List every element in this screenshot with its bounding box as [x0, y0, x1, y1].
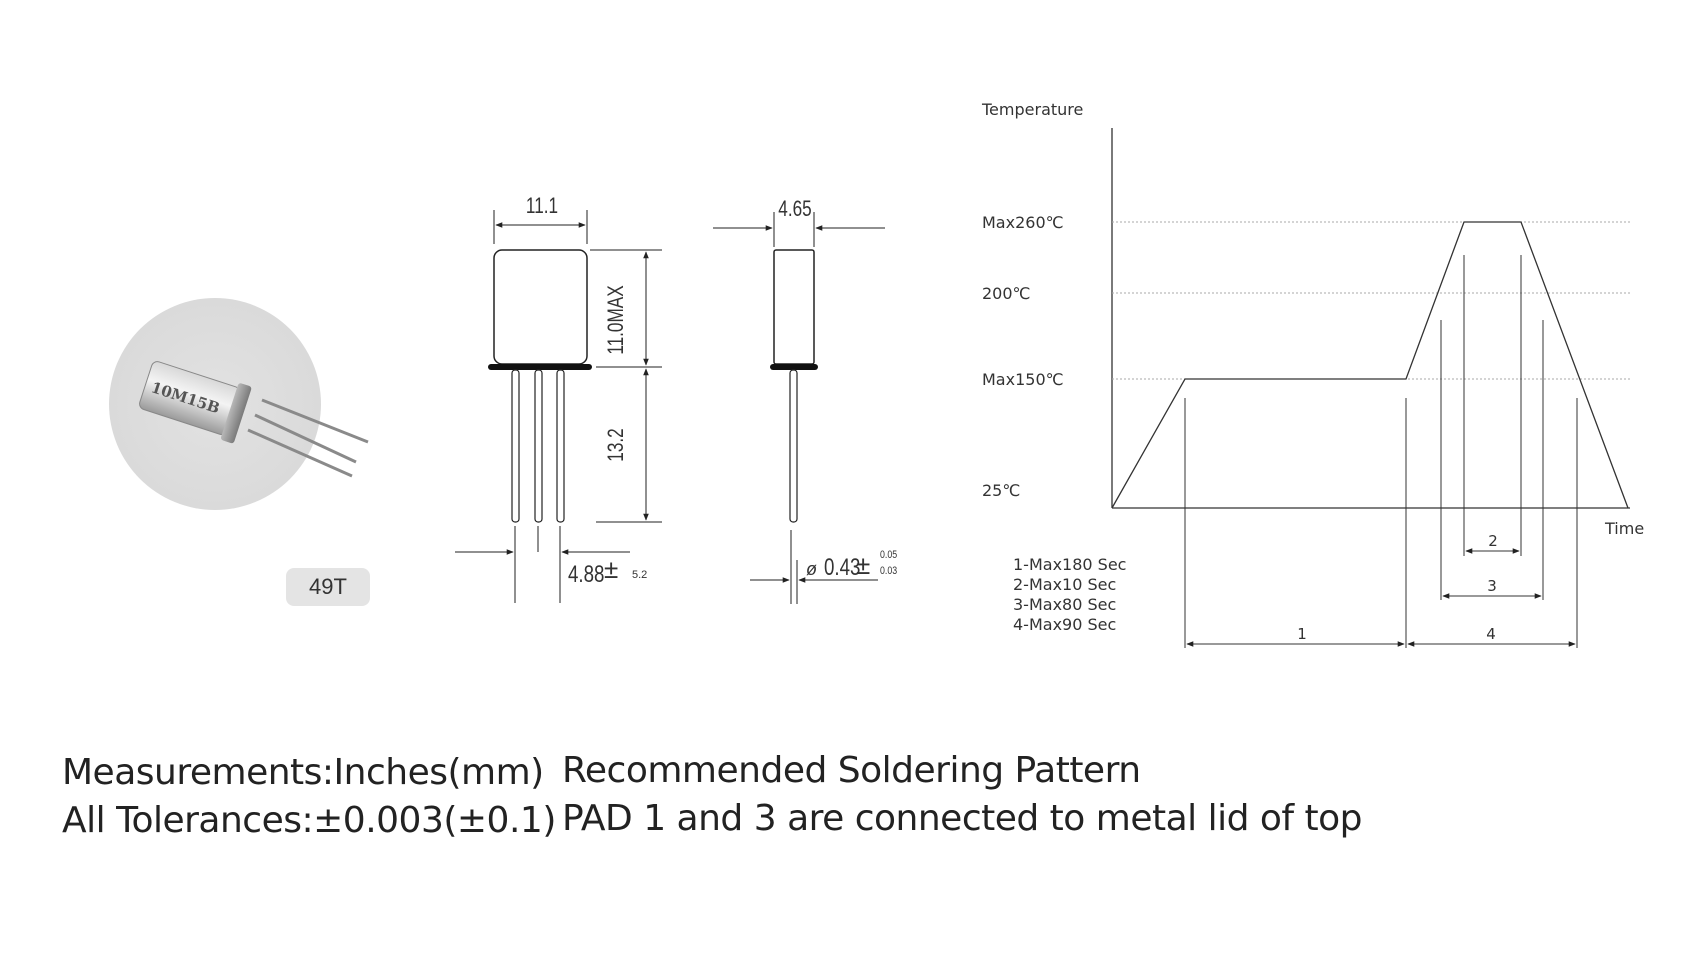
- temp-label-200: 200℃: [982, 284, 1031, 303]
- dim-thickness: 4.65: [778, 197, 811, 222]
- dim-diameter-tol-upper: 0.05: [880, 549, 898, 561]
- legend-item-1: 1-Max180 Sec: [1013, 555, 1126, 574]
- reflow-profile: Temperature Time Max260℃ 200℃ Max150℃ 25…: [981, 100, 1644, 648]
- front-view: 11.1 11.0MAX 13.2 4.88 ± 5.2: [455, 194, 662, 603]
- legend-item-2: 2-Max10 Sec: [1013, 575, 1116, 594]
- dim-pitch-tol: 5.2: [632, 569, 647, 581]
- crystal-can: 10M15B: [139, 361, 252, 444]
- temp-label-25: 25℃: [982, 481, 1020, 500]
- legend-item-3: 3-Max80 Sec: [1013, 595, 1116, 614]
- product-badge: 49T: [286, 568, 370, 606]
- leads-front: [511, 369, 565, 523]
- can-front-outline: [493, 249, 588, 365]
- note-tolerances: All Tolerances:±0.003(±0.1): [62, 800, 556, 841]
- can-side-outline: [773, 249, 815, 365]
- dim-width: 11.1: [526, 194, 558, 219]
- zone-label-1: 1: [1297, 625, 1307, 643]
- note-pad-connection: PAD 1 and 3 are connected to metal lid o…: [562, 798, 1363, 839]
- base-flange: [488, 364, 592, 370]
- note-measurements: Measurements:Inches(mm): [62, 752, 544, 793]
- zone-label-2: 2: [1488, 532, 1498, 550]
- zone-label-4: 4: [1486, 625, 1496, 643]
- dim-lead-diameter: 0.43: [824, 554, 860, 581]
- dim-pitch-plusminus: ±: [604, 554, 618, 584]
- dim-height: 11.0MAX: [604, 285, 629, 354]
- note-soldering-pattern: Recommended Soldering Pattern: [562, 750, 1141, 791]
- y-axis-label: Temperature: [981, 100, 1083, 119]
- dim-diameter-tol-lower: 0.03: [880, 565, 898, 577]
- side-view: 4.65 ø 0.43 ± 0.05 0.03: [713, 197, 898, 604]
- dim-pitch: 4.88: [568, 561, 604, 588]
- dim-diameter-symbol: ø: [806, 559, 817, 579]
- temp-label-150: Max150℃: [982, 370, 1064, 389]
- x-axis-label: Time: [1604, 519, 1644, 538]
- side-flange: [770, 364, 818, 370]
- lead-side: [789, 369, 798, 523]
- legend-item-4: 4-Max90 Sec: [1013, 615, 1116, 634]
- dim-lead-length: 13.2: [604, 428, 629, 461]
- zone-label-3: 3: [1487, 577, 1497, 595]
- product-photo: 10M15B: [109, 298, 369, 510]
- temp-label-260: Max260℃: [982, 213, 1064, 232]
- dim-diameter-plusminus: ±: [856, 550, 870, 580]
- temperature-curve: [1111, 221, 1629, 509]
